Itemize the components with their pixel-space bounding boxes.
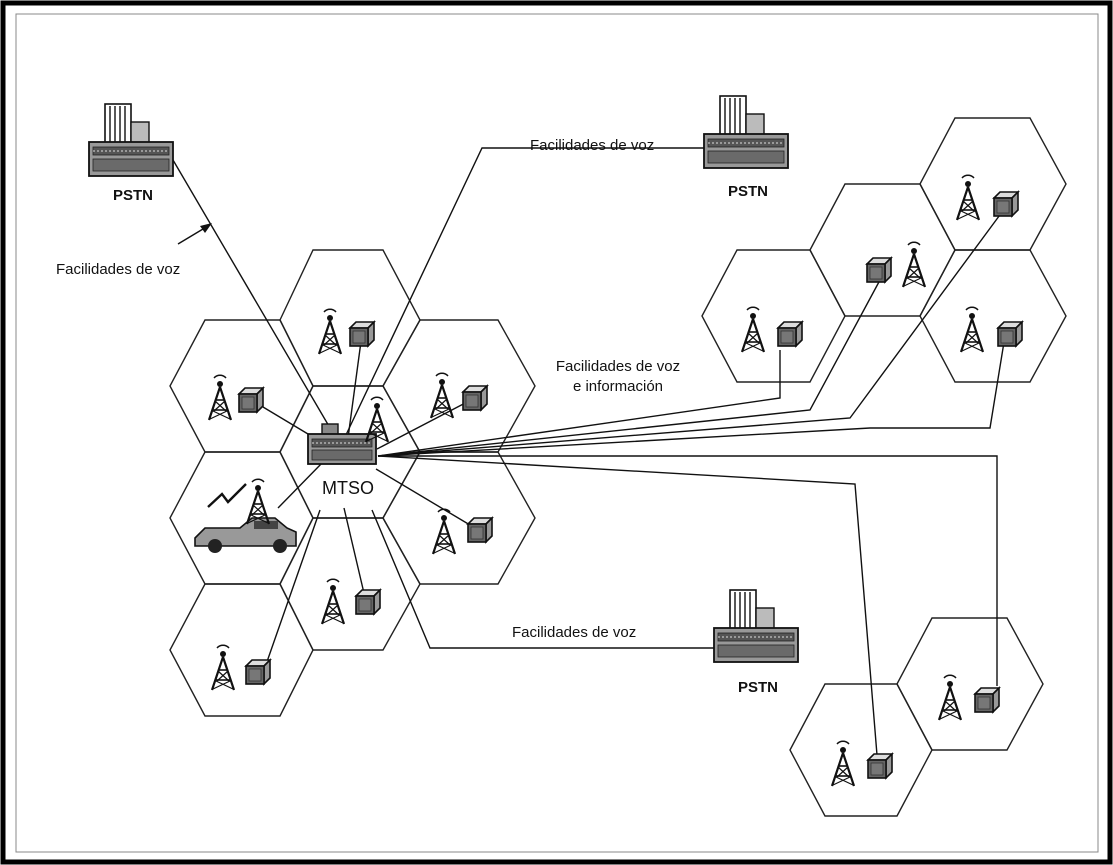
car-icon <box>194 517 297 553</box>
base-station-icon <box>997 321 1023 347</box>
voice-data-facilities-label: Facilidades de voz <box>556 358 680 375</box>
link-cell-top-mid <box>347 333 363 439</box>
base-station-icon <box>974 687 1000 713</box>
voice-facilities-label: Facilidades de voz <box>56 261 180 278</box>
voice-facilities-label: Facilidades de voz <box>530 137 654 154</box>
base-station-icon <box>355 589 381 615</box>
radio-link-icon <box>207 483 247 508</box>
base-station-icon <box>349 321 375 347</box>
pstn-label: PSTN <box>738 679 778 696</box>
link-pstn-top-center <box>344 147 706 438</box>
link-far-3 <box>377 207 1006 457</box>
link-far-2 <box>377 279 881 457</box>
pstn-label: PSTN <box>113 187 153 204</box>
mtso-label: MTSO <box>322 478 374 498</box>
voice-facilities-label: Facilidades de voz <box>512 624 636 641</box>
connection-lines <box>172 147 1006 756</box>
pstn-label: PSTN <box>728 183 768 200</box>
cell-hexagon <box>789 683 933 817</box>
link-far-5 <box>378 455 998 686</box>
base-station-icon <box>238 387 264 413</box>
base-station-icon <box>777 321 803 347</box>
link-pstn-bottom <box>371 509 718 649</box>
link-cell-right-upper <box>376 399 472 450</box>
base-station-icon <box>462 385 488 411</box>
base-station-icon <box>467 517 493 543</box>
voice-data-facilities-label-line2: e información <box>573 378 663 395</box>
link-far-4 <box>377 335 1006 457</box>
link-far-1 <box>377 350 781 457</box>
link-cell-right-lower <box>375 468 471 526</box>
base-station-icon <box>866 257 892 283</box>
inner-frame <box>15 13 1099 853</box>
arrow-voz-left <box>177 223 212 245</box>
link-far-6 <box>377 455 878 756</box>
cell-hexagon <box>701 249 846 383</box>
base-station-icon <box>245 659 271 685</box>
link-cell-car <box>277 461 324 509</box>
base-station-icon <box>993 191 1019 217</box>
link-pstn-top-left <box>172 159 341 446</box>
lower-right-cell-cluster <box>789 617 1044 817</box>
cell-hexagon <box>169 583 314 717</box>
cell-hexagon <box>919 249 1067 383</box>
upper-right-cell-cluster <box>701 117 1067 383</box>
link-cell-bottom-left <box>261 509 321 677</box>
base-station-icon <box>867 753 893 779</box>
